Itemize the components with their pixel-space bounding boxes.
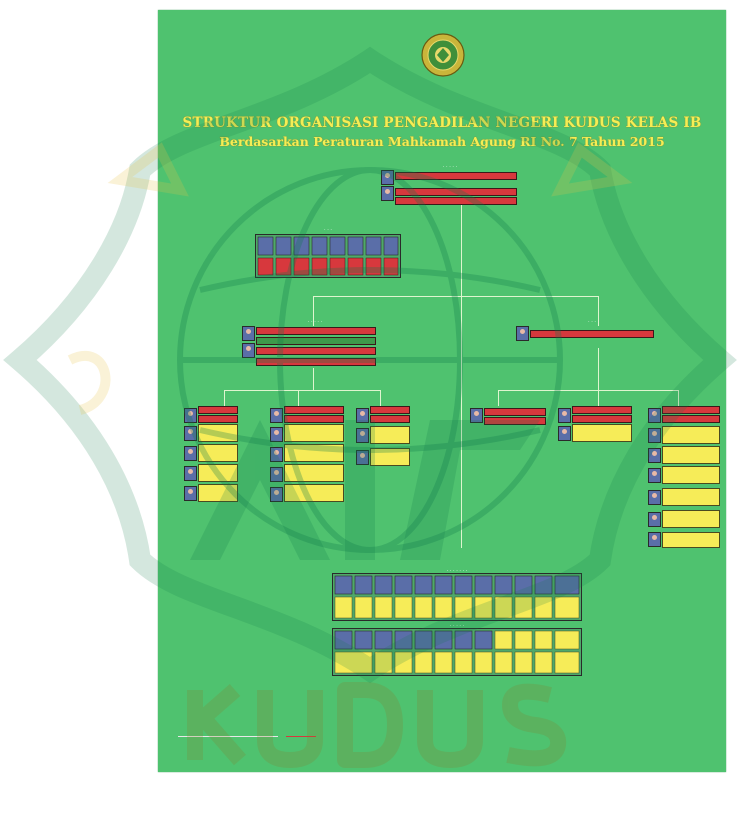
kasubag-1-header	[484, 408, 546, 416]
kasubag-1-photo	[470, 408, 483, 423]
panmud-1-staff-1-photo	[184, 426, 197, 441]
kasubag-1-name	[484, 417, 546, 425]
panmud-2-name	[284, 415, 344, 423]
kasubag-3-staff-3-box	[662, 466, 720, 484]
kasubag-3-staff-6-photo	[648, 532, 661, 547]
panitera-header: · · · · ·	[254, 318, 376, 326]
connector-kp-1	[224, 390, 225, 406]
sekretaris-header: · · ·	[530, 318, 654, 326]
kasubag-2-staff-box	[572, 424, 632, 442]
panmud-2-staff-2-box	[284, 444, 344, 462]
connector-kp-2	[298, 390, 299, 406]
panmud-1-staff-3-photo	[184, 466, 197, 481]
org-chart-poster: STRUKTUR ORGANISASI PENGADILAN NEGERI KU…	[158, 10, 726, 772]
wakil-ketua-title-box	[395, 197, 517, 205]
panmud-1-staff-4-box	[198, 484, 238, 502]
panmud-3-photo	[356, 408, 369, 423]
kasubag-2-staff-photo	[558, 426, 571, 441]
wakil-panitera-title-box	[256, 358, 376, 366]
panmud-1-name	[198, 415, 238, 423]
connector-kp-3	[380, 390, 381, 406]
honorer-grid	[332, 628, 582, 676]
panmud-3-header	[370, 406, 410, 414]
connector-ks-3	[678, 390, 679, 406]
panmud-3-staff-2-photo	[356, 450, 369, 465]
kasubag-3-staff-2-photo	[648, 448, 661, 463]
panitera-photo	[242, 326, 255, 341]
sekretaris-name-box	[530, 330, 654, 338]
kasubag-3-staff-3-photo	[648, 468, 661, 483]
connector-pan-down	[313, 368, 314, 390]
wakil-ketua-name-box	[395, 188, 517, 196]
footer-line-left	[178, 736, 278, 737]
kasubag-3-name	[662, 415, 720, 423]
hakim-photo-row	[255, 234, 401, 278]
connector-ks-2	[598, 390, 599, 406]
panmud-3-staff-1-box	[370, 426, 410, 444]
kasubag-3-staff-2-box	[662, 446, 720, 464]
kasubag-3-staff-1-box	[662, 426, 720, 444]
kasubag-3-photo	[648, 408, 661, 423]
panmud-1-staff-3-box	[198, 464, 238, 482]
connector-kepaniteraan	[224, 390, 380, 391]
kasubag-3-header	[662, 406, 720, 414]
ketua-header: · · · · ·	[380, 163, 520, 171]
kasubag-3-staff-5-photo	[648, 512, 661, 527]
kasubag-2-header	[572, 406, 632, 414]
panmud-2-staff-1-box	[284, 424, 344, 442]
court-emblem-icon	[420, 32, 466, 78]
panmud-3-name	[370, 415, 410, 423]
panitera-title-box	[256, 337, 376, 345]
panmud-1-photo	[184, 408, 197, 423]
panmud-1-staff-4-photo	[184, 486, 197, 501]
hakim-header: · · ·	[255, 226, 401, 234]
panmud-2-staff-2-photo	[270, 447, 283, 462]
kasubag-3-staff-4-box	[662, 488, 720, 506]
kasubag-2-name	[572, 415, 632, 423]
main-connector	[461, 200, 462, 548]
wakil-ketua-photo	[381, 186, 394, 201]
connector-level2	[313, 296, 598, 297]
wakil-panitera-photo	[242, 343, 255, 358]
ketua-photo	[381, 170, 394, 185]
kasubag-3-staff-5-box	[662, 510, 720, 528]
ketua-name-box	[395, 172, 517, 180]
panmud-2-staff-3-photo	[270, 467, 283, 482]
connector-sek-down	[598, 348, 599, 390]
panitera-name-box	[256, 327, 376, 335]
kasubag-2-photo	[558, 408, 571, 423]
panmud-2-header	[284, 406, 344, 414]
panmud-2-staff-4-photo	[270, 487, 283, 502]
panmud-1-header	[198, 406, 238, 414]
connector-ks-1	[498, 390, 499, 406]
panmud-2-staff-1-photo	[270, 427, 283, 442]
footer-red-mark	[286, 736, 316, 737]
connector-kesekretariatan	[498, 390, 678, 391]
jurusita-grid	[332, 573, 582, 621]
sekretaris-photo	[516, 326, 529, 341]
panmud-2-photo	[270, 408, 283, 423]
panmud-2-staff-3-box	[284, 464, 344, 482]
kasubag-3-staff-1-photo	[648, 428, 661, 443]
kasubag-3-staff-4-photo	[648, 490, 661, 505]
panmud-3-staff-2-box	[370, 448, 410, 466]
panmud-1-staff-1-box	[198, 424, 238, 442]
chart-title: STRUKTUR ORGANISASI PENGADILAN NEGERI KU…	[158, 115, 726, 131]
wakil-panitera-name-box	[256, 347, 376, 355]
panmud-3-staff-1-photo	[356, 428, 369, 443]
panmud-2-staff-4-box	[284, 484, 344, 502]
panmud-1-staff-2-photo	[184, 446, 197, 461]
chart-subtitle: Berdasarkan Peraturan Mahkamah Agung RI …	[158, 134, 726, 149]
kasubag-3-staff-6-box	[662, 532, 720, 548]
panmud-1-staff-2-box	[198, 444, 238, 462]
